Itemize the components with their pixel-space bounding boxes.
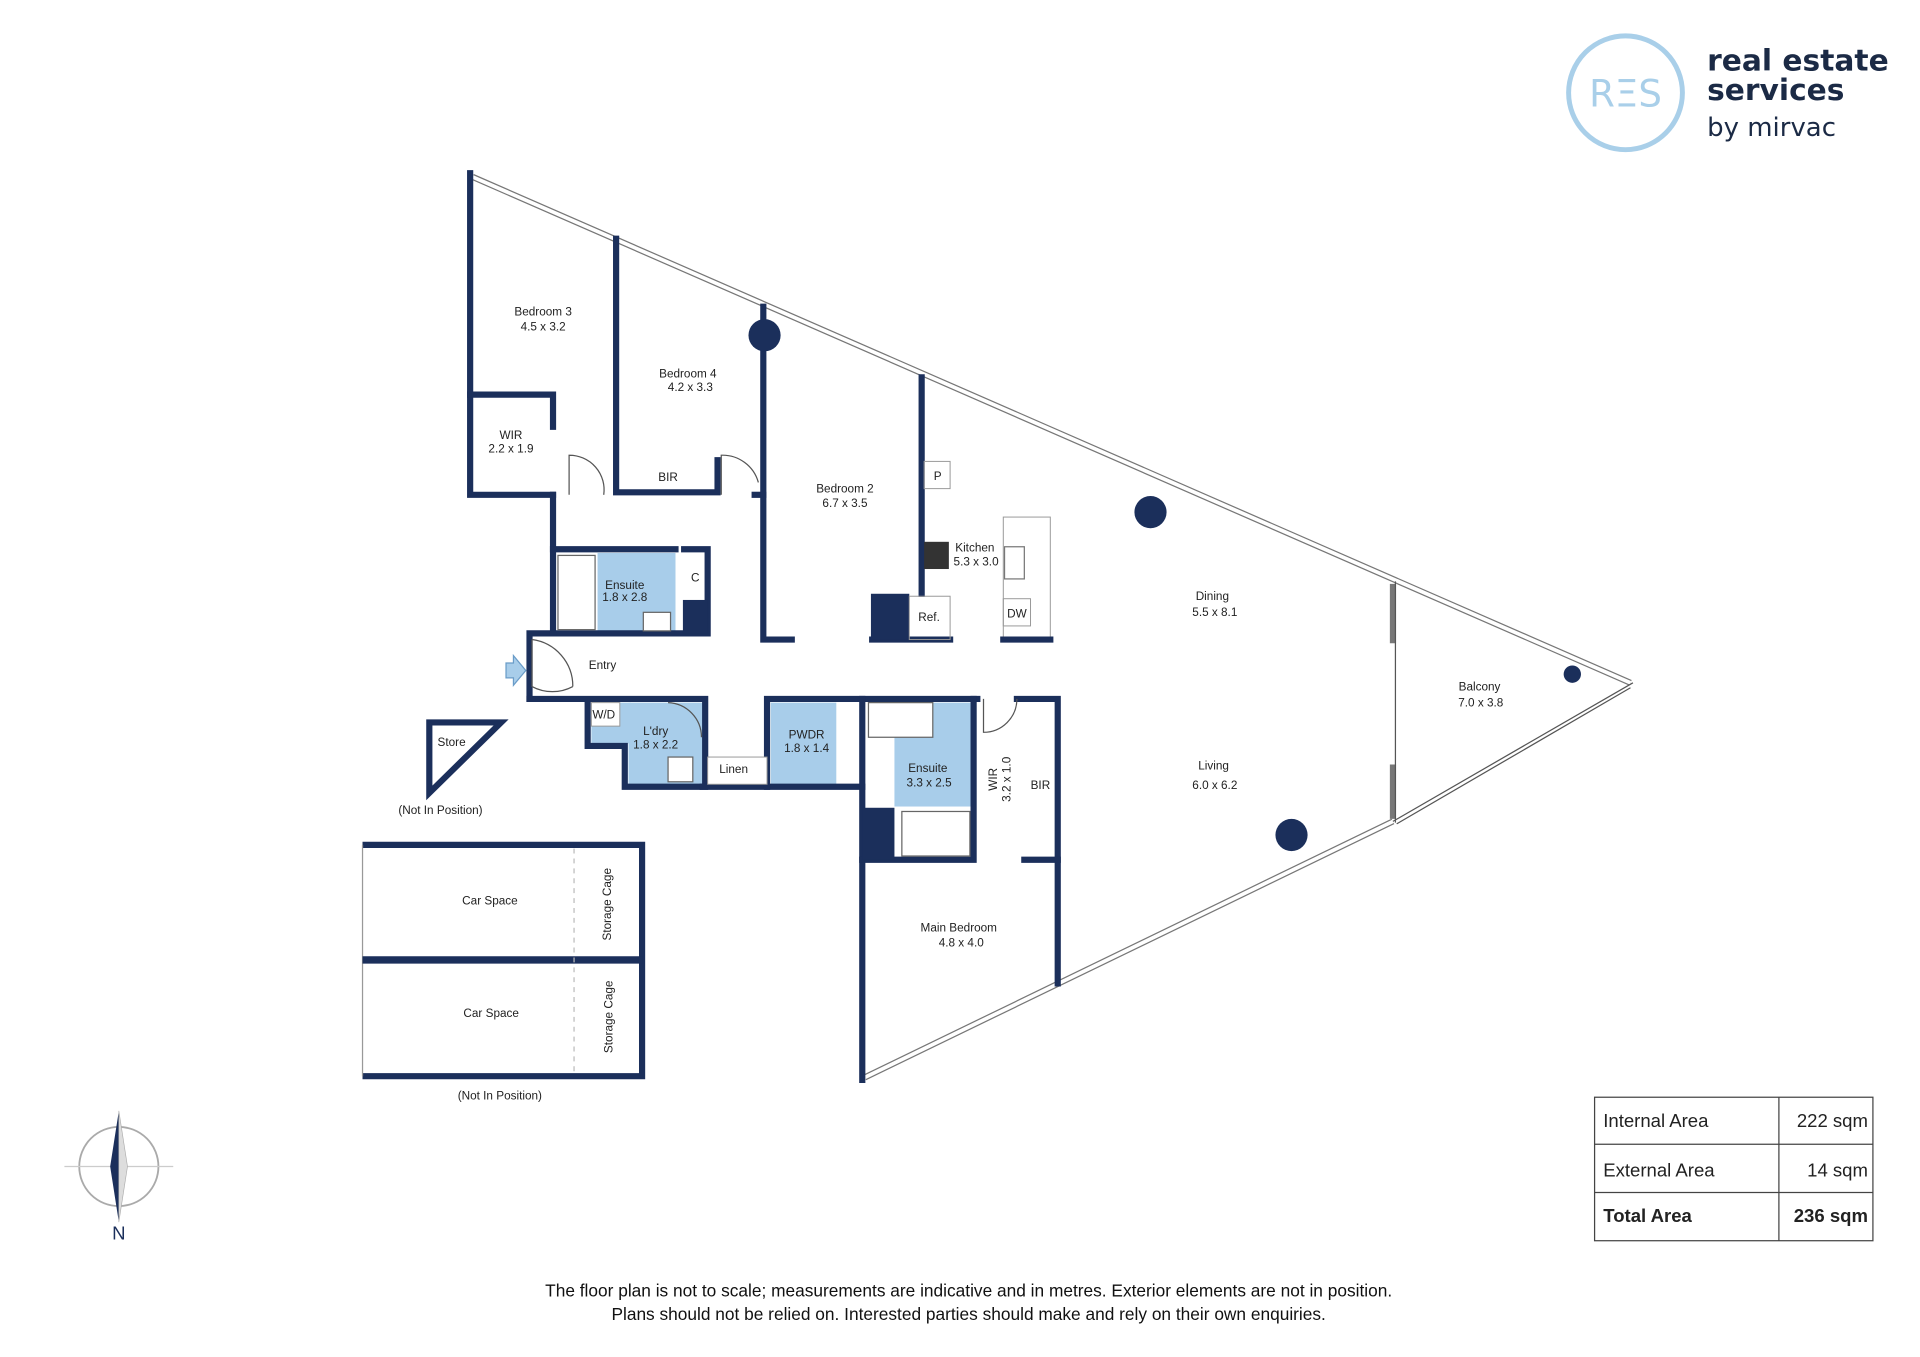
room-dims: 6.0 x 6.2 <box>1192 779 1237 792</box>
room-dims: 5.3 x 3.0 <box>954 555 1000 568</box>
fixture-fridge: Ref. <box>918 611 940 624</box>
table-row-value: 236 sqm <box>1794 1205 1868 1226</box>
logo-line2: services <box>1707 72 1844 107</box>
room-name: Bedroom 3 <box>514 305 572 318</box>
room-dims: 6.7 x 3.5 <box>822 497 868 510</box>
fixture-bir: BIR <box>1031 779 1051 792</box>
room-name: WIR <box>987 768 1000 791</box>
external-areas: Store (Not In Position) Car Space Car Sp… <box>361 719 646 1103</box>
entry-label: Entry <box>589 659 617 672</box>
north-compass: N <box>64 1110 174 1243</box>
window-glazing <box>471 174 1634 1081</box>
room-dims: 1.8 x 2.8 <box>602 591 648 604</box>
table-row-value: 14 sqm <box>1807 1159 1868 1180</box>
area-table: Internal Area 222 sqm External Area 14 s… <box>1593 1096 1874 1242</box>
table-row-value: 222 sqm <box>1797 1110 1868 1131</box>
room-name: Living <box>1198 759 1229 772</box>
room-name: L'dry <box>643 725 668 738</box>
room-name: WIR <box>500 429 523 442</box>
logo-line1: real estate <box>1707 43 1889 78</box>
walls <box>467 170 1581 1084</box>
room-name: Kitchen <box>955 542 994 555</box>
logo-mark: RΞS <box>1589 72 1662 115</box>
room-dims: 3.3 x 2.5 <box>907 777 953 790</box>
store-label: Store <box>438 736 467 749</box>
storage-cage-label: Storage Cage <box>601 868 614 941</box>
room-name: PWDR <box>789 728 825 741</box>
table-row-label: Internal Area <box>1603 1110 1709 1131</box>
room-dims: 3.2 x 1.0 <box>1001 756 1014 802</box>
disclaimer-line-2: Plans should not be relied on. Intereste… <box>611 1304 1325 1324</box>
disclaimer-line-1: The floor plan is not to scale; measurem… <box>545 1280 1392 1300</box>
compass-needle-icon <box>110 1110 119 1223</box>
store-outline <box>426 719 509 801</box>
car-space-label: Car Space <box>463 1007 519 1020</box>
room-dims: 7.0 x 3.8 <box>1458 696 1504 709</box>
store-note: (Not In Position) <box>398 804 482 817</box>
room-name: Balcony <box>1459 680 1501 693</box>
res-logo: RΞS real estate services by mirvac <box>1566 33 1889 153</box>
fixture-dishwasher: DW <box>1007 607 1027 620</box>
room-name: Bedroom 4 <box>659 367 717 380</box>
car-note: (Not In Position) <box>458 1090 542 1103</box>
room-name: Main Bedroom <box>921 921 998 934</box>
room-name: Ensuite <box>908 762 948 775</box>
table-row-label: Total Area <box>1603 1205 1692 1226</box>
room-name: Dining <box>1196 590 1229 603</box>
fixture-cupboard: C <box>691 571 700 584</box>
storage-cage-label: Storage Cage <box>602 980 615 1053</box>
room-name: Bedroom 2 <box>816 482 873 495</box>
room-dims: 5.5 x 8.1 <box>1192 606 1237 619</box>
fixture-linen: Linen <box>719 763 748 776</box>
room-dims: 4.8 x 4.0 <box>939 936 985 949</box>
fixture-bir: BIR <box>658 471 678 484</box>
compass-north-label: N <box>112 1222 125 1243</box>
room-dims: 1.8 x 1.4 <box>784 742 830 755</box>
fixture-pantry: P <box>934 470 942 483</box>
car-space-label: Car Space <box>462 894 518 907</box>
room-labels: Bedroom 3 4.5 x 3.2 WIR 2.2 x 1.9 Bedroo… <box>488 305 1503 949</box>
room-name: Ensuite <box>605 579 645 592</box>
fixture-washer-dryer: W/D <box>592 709 615 722</box>
room-dims: 4.2 x 3.3 <box>668 381 714 394</box>
entry-arrow-icon <box>505 653 527 688</box>
room-dims: 1.8 x 2.2 <box>633 738 678 751</box>
logo-ring <box>1566 33 1685 153</box>
table-row-label: External Area <box>1603 1159 1715 1180</box>
room-dims: 4.5 x 3.2 <box>521 320 566 333</box>
logo-line3: by mirvac <box>1707 113 1836 143</box>
room-dims: 2.2 x 1.9 <box>488 443 533 456</box>
